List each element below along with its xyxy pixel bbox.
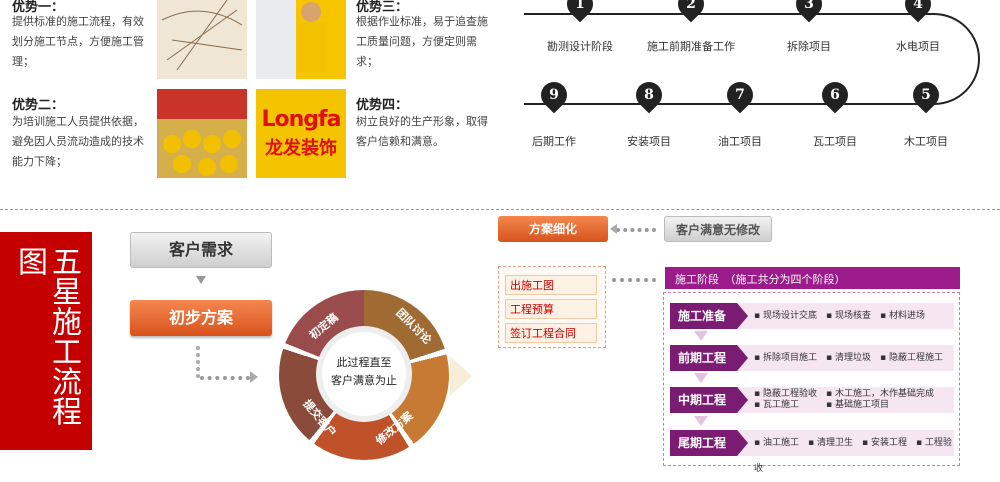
flow-title-panel: 五星施工流程图 <box>0 232 92 450</box>
step-9-marker: 9 <box>535 76 573 114</box>
worker-image <box>256 0 346 79</box>
step-2-marker: 2 <box>672 0 710 23</box>
down-arrow-icon <box>196 276 206 284</box>
phase-arrow-icon <box>694 331 708 341</box>
advantage-3-text: 根据作业标准，易于追查施工质量问题，方便定则需求； <box>356 15 488 68</box>
step-9-label: 后期工作 <box>532 135 576 148</box>
step-4-label: 水电项目 <box>896 40 940 53</box>
timeline-top-line <box>524 13 924 15</box>
step-3-marker: 3 <box>790 0 828 23</box>
step-6-marker: 6 <box>816 76 854 114</box>
sketch-image <box>157 0 247 79</box>
advantage-4-text: 树立良好的生产形象，取得客户信赖和满意。 <box>356 115 488 148</box>
step-8-marker: 8 <box>630 76 668 114</box>
advantage-4-title: 优势四： <box>356 98 409 113</box>
dotted-arrow-right <box>612 278 656 282</box>
step-8-label: 安装项目 <box>627 135 671 148</box>
step-6-label: 瓦工项目 <box>813 135 857 148</box>
dotted-arrow-left <box>616 228 656 232</box>
advantage-2-text: 为培训施工人员提供依据，避免因人员流动造成的技术能力下降； <box>12 115 144 168</box>
step-5-label: 木工项目 <box>904 135 948 148</box>
dotted-arrow <box>200 376 250 380</box>
initial-plan-button[interactable]: 初步方案 <box>130 300 272 336</box>
phase-arrow-icon <box>694 416 708 426</box>
training-image <box>157 89 247 178</box>
refine-button[interactable]: 方案细化 <box>498 216 608 242</box>
step-7-marker: 7 <box>721 76 759 114</box>
doc-budget: 工程预算 <box>505 299 597 319</box>
longfa-logo: Longfa 龙发装饰 <box>256 89 346 178</box>
phase-row-mid: 中期工程 ▪ 隐蔽工程验收 ▪ 木工施工，木作基础完成▪ 瓦工施工 ▪ 基础施工… <box>670 387 954 413</box>
step-1-marker: 1 <box>561 0 599 23</box>
step-7-label: 油工项目 <box>718 135 762 148</box>
right-arrow-icon <box>250 371 258 383</box>
dotted-connector <box>196 346 200 378</box>
ring-center: 此过程直至 客户满意为止 <box>316 326 412 422</box>
customer-need-button[interactable]: 客户需求 <box>130 232 272 268</box>
phase-row-late: 尾期工程 ▪ 油工施工 ▪ 清理卫生 ▪ 安装工程 ▪ 工程验收 <box>670 430 954 474</box>
flow-title: 五星施工流程图 <box>12 246 81 426</box>
step-5-marker: 5 <box>907 76 945 114</box>
phase-row-early: 前期工程 ▪ 拆除项目施工 ▪ 清理垃圾 ▪ 隐蔽工程施工 <box>670 345 954 371</box>
timeline-bottom-line <box>524 103 924 105</box>
phase-row-prep: 施工准备 ▪ 现场设计交底 ▪ 现场核查 ▪ 材料进场 <box>670 303 954 329</box>
advantage-3-title: 优势三： <box>356 0 409 15</box>
left-arrow-icon <box>610 224 617 234</box>
step-1-label: 勘测设计阶段 <box>547 40 613 53</box>
timeline-curve <box>900 13 980 105</box>
ring-right-arrow-icon <box>450 356 472 396</box>
phase-arrow-icon <box>694 373 708 383</box>
step-2-label: 施工前期准备工作 <box>647 40 735 53</box>
phase-header: 施工阶段 （施工共分为四个阶段） <box>665 267 960 289</box>
satisfied-button[interactable]: 客户满意无修改 <box>664 216 772 242</box>
section-divider <box>0 209 1000 210</box>
advantage-2-title: 优势二： <box>12 98 65 113</box>
advantage-1-title: 优势一： <box>12 0 65 15</box>
advantage-1-text: 提供标准的施工流程，有效划分施工节点，方便施工管理； <box>12 15 144 68</box>
step-3-label: 拆除项目 <box>787 40 831 53</box>
doc-contract: 签订工程合同 <box>505 323 597 343</box>
docs-box: 出施工图 工程预算 签订工程合同 <box>498 266 606 348</box>
doc-drawings: 出施工图 <box>505 275 597 295</box>
